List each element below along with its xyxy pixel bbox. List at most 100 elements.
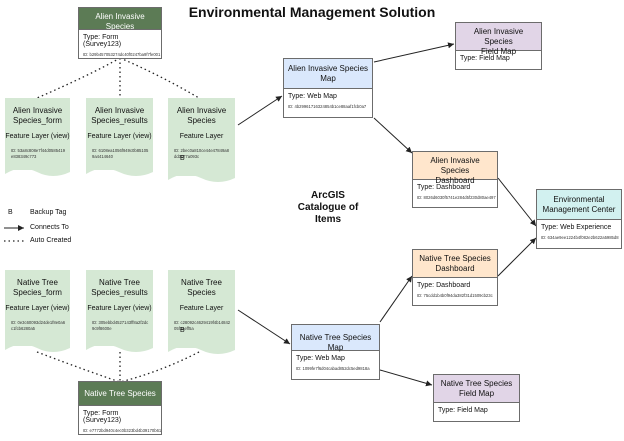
title-line: Native Tree Species	[419, 254, 491, 263]
node-type: Type: Web Map	[296, 355, 345, 362]
auto-link-native-layer	[119, 351, 200, 383]
auto-link-alien-form	[36, 57, 121, 99]
diagram-title: Environmental Management Solution	[188, 4, 436, 20]
arrow-native-dash-to-center	[497, 237, 537, 277]
node-id: ID: 0e3c60093d24de1f8e0a6c1fcb6280a5	[11, 320, 66, 331]
node-id: ID: c28092c4629419f4b1484205f3aeff5a	[174, 320, 231, 331]
node-id: ID: b29b457053274dc40f0247ba9f7fe001	[83, 52, 161, 57]
node-type: Type: Field Map	[460, 55, 510, 62]
title-line: Native Tree	[17, 278, 58, 287]
node-type: Type: Web Map	[288, 93, 337, 100]
alien-form-node[interactable]: Alien Invasive Species Type: Form (Surve…	[78, 7, 162, 59]
title-line: Species_results	[91, 116, 148, 125]
title-line: Alien Invasive	[176, 106, 227, 115]
node-type: Feature Layer	[179, 305, 224, 312]
arrow-native-map-to-field	[379, 369, 433, 387]
backup-tag: B	[180, 155, 185, 162]
node-id: ID: 2bec0a810ce44e47849a8dd3c77a093c	[174, 148, 229, 159]
arrow-alien-dash-to-center	[497, 177, 537, 227]
native-form-node[interactable]: Native Tree Species Type: Form (Survey12…	[78, 381, 162, 435]
document-wave	[168, 174, 235, 182]
title-line: Alien Invasive	[12, 106, 63, 115]
node-type: Type: Field Map	[438, 407, 488, 414]
title-line: Species_form	[13, 116, 62, 125]
auto-link-native-form	[36, 351, 121, 383]
catalogue-title-line: Items	[314, 214, 342, 225]
node-id: ID: 6108ea1056f949c0b851059a4414640	[92, 148, 149, 159]
title-line: Field Map	[480, 47, 517, 56]
document-wave	[86, 344, 153, 352]
arrow-layer-to-native-map	[237, 309, 291, 345]
title-line: Map	[320, 74, 336, 83]
node-id: ID: e7772bd940c4ec0b323bd4b39170b61	[83, 428, 162, 433]
title-line: Management Center	[542, 205, 616, 214]
backup-tag: B	[180, 327, 185, 334]
node-id: ID: 8026d6030f5741e284d5f230d80ae497	[417, 195, 496, 200]
node-type: Feature Layer (view)	[87, 305, 152, 312]
title-line: Alien Invasive Species	[430, 156, 480, 175]
node-title: Native Tree Species Map	[292, 325, 379, 352]
legend-auto-label: Auto Created	[30, 237, 72, 244]
node-type: Type: Form (Survey123)	[83, 410, 122, 424]
document-wave	[5, 344, 70, 352]
title-line: Native Tree Species	[440, 379, 513, 388]
auto-link-alien-layer	[119, 57, 200, 99]
arrow-alien-map-to-dash	[373, 117, 413, 154]
title-line: Field Map	[458, 389, 495, 398]
node-type: Feature Layer (view)	[87, 133, 152, 140]
node-id: ID: 1099fe7f6d04cabad852dc5ed9818a	[296, 366, 370, 371]
node-title: Alien Invasive Species	[79, 8, 161, 31]
legend-backup-label: Backup Tag	[30, 209, 67, 216]
arrow-alien-map-to-field	[373, 42, 455, 63]
legend-b-symbol: B	[8, 209, 13, 216]
title-line: Dashboard	[435, 176, 475, 185]
title-line: Alien Invasive Species	[473, 27, 524, 46]
arrow-layer-to-alien-map	[237, 95, 283, 126]
arrow-native-map-to-dash	[379, 275, 413, 323]
node-type: Type: Dashboard	[417, 184, 471, 191]
node-id: ID: 305ebbd4527143ff8a2f2dc9c9f8600e	[92, 320, 149, 331]
node-type: Feature Layer (view)	[5, 305, 70, 312]
node-type: Feature Layer (view)	[5, 133, 70, 140]
node-type: Type: Web Experience	[541, 224, 612, 231]
title-line: Native Tree	[181, 278, 222, 287]
node-id: ID: 53a8c808e7f44d0585419e838349c773	[11, 148, 66, 159]
title-line: Alien Invasive	[94, 106, 145, 115]
node-type: Type: Form (Survey123)	[83, 34, 122, 48]
title-line: Dashboard	[435, 264, 475, 273]
native-map-node[interactable]: Native Tree Species Map Type: Web Map ID…	[291, 324, 380, 380]
document-wave	[168, 346, 235, 354]
node-type: Type: Dashboard	[417, 282, 471, 289]
catalogue-title-line: Catalogue of	[297, 202, 359, 213]
node-id: ID: 4b29961716324854b1ce88aaf1fcb0a7	[288, 104, 367, 109]
title-line: Environmental	[553, 195, 605, 204]
document-wave	[86, 168, 153, 176]
legend-connects-label: Connects To	[30, 224, 69, 231]
title-line: Species	[187, 116, 216, 125]
title-line: Species	[187, 288, 216, 297]
node-title: Native Tree Species	[79, 382, 161, 406]
title-line: Alien Invasive Species	[287, 64, 369, 73]
